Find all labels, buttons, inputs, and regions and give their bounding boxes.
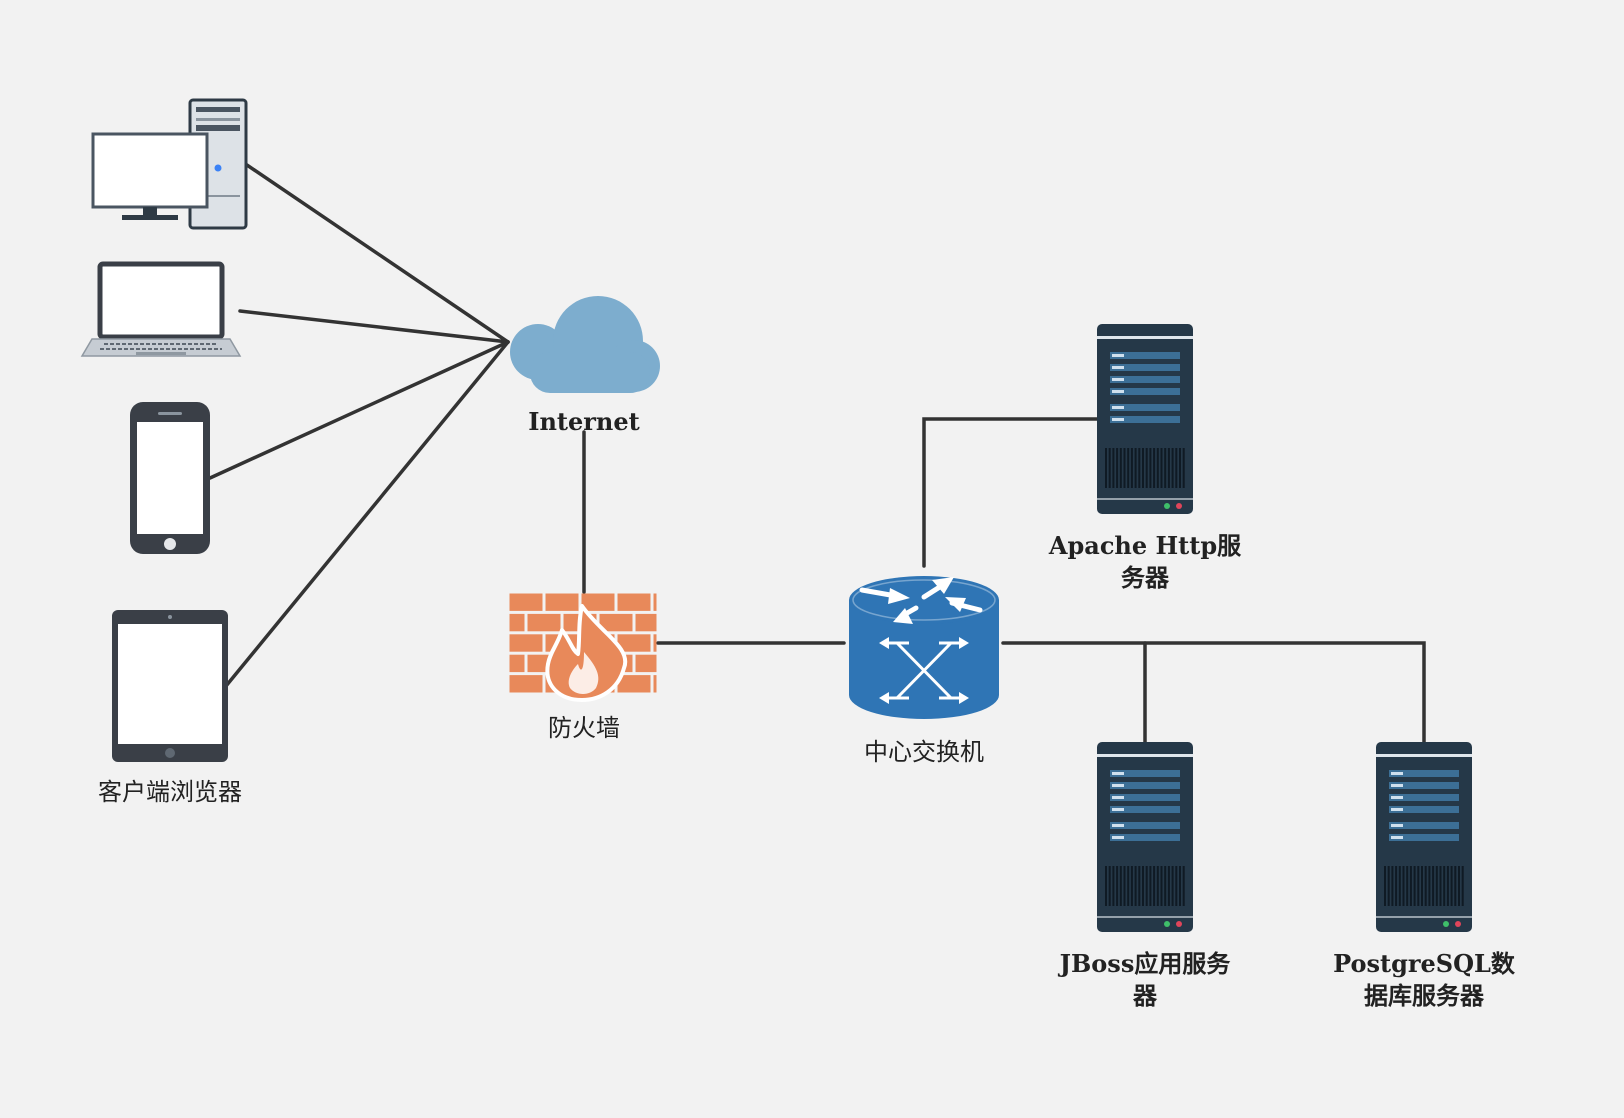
- firewall-icon: [509, 593, 657, 702]
- firewall-brick: [599, 613, 633, 632]
- connector-tablet-internet: [224, 340, 510, 688]
- apache-label: Apache Http服 务器: [1025, 530, 1265, 594]
- connector-laptop-internet: [238, 309, 510, 344]
- firewall-brick: [653, 634, 657, 652]
- apache-label-line2: 务器: [1121, 563, 1169, 592]
- postgres-server-icon: [1376, 742, 1472, 932]
- jboss-server-icon: [1097, 742, 1193, 932]
- flame-icon: [545, 604, 628, 702]
- firewall-brick: [635, 654, 657, 673]
- connector-phone-internet: [208, 340, 510, 480]
- desktop-computer-icon: [91, 98, 248, 230]
- smartphone-icon: [130, 402, 210, 554]
- connector-desktop-internet: [242, 161, 510, 344]
- postgres-label: PostgreSQL数 据库服务器: [1304, 948, 1544, 1012]
- firewall-brick: [509, 613, 525, 632]
- laptop-icon: [80, 261, 242, 357]
- firewall-brick: [617, 634, 651, 652]
- switch-label: 中心交换机: [864, 738, 984, 766]
- jboss-label: JBoss应用服务 器: [1025, 948, 1265, 1012]
- postgres-label-line2: 据库服务器: [1364, 981, 1484, 1010]
- internet-cloud-icon: [510, 296, 660, 393]
- firewall-brick: [545, 593, 579, 611]
- firewall-brick: [653, 675, 657, 693]
- connector-switch-servers: [1001, 641, 1426, 744]
- firewall-label: 防火墙: [548, 714, 620, 742]
- apache-label-line1: Apache Http服: [1048, 531, 1242, 560]
- connector-switch-apache: [922, 417, 1100, 568]
- apache-server-icon: [1097, 324, 1193, 514]
- clients-label: 客户端浏览器: [98, 778, 242, 806]
- postgres-label-line1: PostgreSQL数: [1333, 949, 1515, 978]
- connectors: [208, 161, 1426, 744]
- firewall-brick: [617, 593, 651, 611]
- firewall-brick: [527, 613, 561, 632]
- firewall-brick: [635, 613, 657, 632]
- firewall-brick: [653, 593, 657, 611]
- firewall-brick: [617, 675, 651, 693]
- firewall-brick: [509, 634, 543, 652]
- switch-router-icon: [849, 576, 999, 719]
- internet-label: Internet: [528, 407, 640, 436]
- jboss-label-line1: JBoss应用服务: [1059, 949, 1231, 978]
- jboss-label-line2: 器: [1133, 981, 1157, 1010]
- tablet-icon: [112, 610, 228, 762]
- firewall-brick: [581, 593, 615, 611]
- firewall-brick: [509, 675, 543, 693]
- firewall-brick: [509, 654, 525, 673]
- firewall-brick: [509, 593, 543, 611]
